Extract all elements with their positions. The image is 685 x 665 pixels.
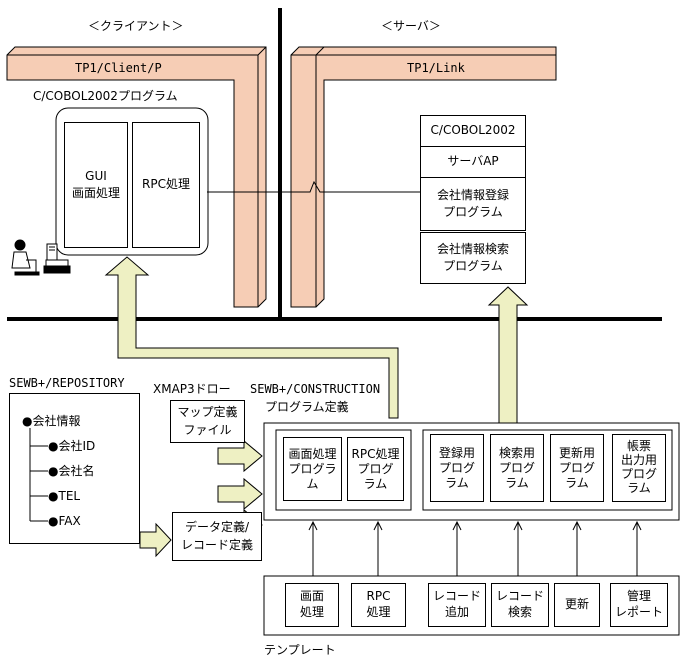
repository-child: ●会社名 (48, 465, 95, 477)
template-record-add: レコード 追加 (428, 583, 486, 627)
rpc-program-box: RPC処理 プログ ラム (347, 437, 404, 501)
template-management-report: 管理 レポート (610, 583, 668, 627)
register-program-box: 登録用 プログ ラム (430, 434, 484, 502)
search-program-box: 検索用 プログ ラム (490, 434, 544, 502)
template-screen: 画面 処理 (285, 583, 339, 627)
arrow-repository-to-data (139, 522, 172, 558)
client-header: ＜クライアント＞ (88, 19, 184, 33)
server-item-server-ap: サーバAP (420, 146, 526, 178)
server-item-search-program: 会社情報検索 プログラム (420, 232, 526, 284)
gui-screen-processing-box: GUI 画面処理 (64, 122, 128, 248)
template-arrows (308, 520, 642, 576)
map-definition-file-box: マップ定義 ファイル (170, 400, 245, 443)
data-definition-box: データ定義/ レコード定義 (172, 512, 262, 561)
screen-program-box: 画面処理 プログラ ム (283, 437, 342, 501)
tp1-server-label: TP1/Link (407, 61, 465, 75)
arrow-data-to-screen (217, 477, 263, 511)
repository-tree-lines (29, 428, 48, 522)
construction-subtitle: プログラム定義 (265, 400, 349, 414)
repository-frame (9, 393, 140, 544)
repository-child-label: TEL (58, 489, 81, 503)
arrow-to-server (487, 286, 529, 426)
template-label: テンプレート (264, 643, 336, 657)
construction-title: SEWB+/CONSTRUCTION (250, 382, 381, 396)
update-program-box: 更新用 プログ ラム (550, 434, 604, 502)
client-program-label: C/COBOL2002プログラム (33, 89, 178, 103)
bullet-icon: ● (48, 514, 59, 528)
rpc-processing-box: RPC処理 (132, 122, 200, 248)
repository-child-label: FAX (58, 514, 81, 528)
tp1-client-label: TP1/Client/P (75, 61, 162, 75)
bullet-icon: ● (48, 489, 59, 503)
template-record-search: レコード 検索 (491, 583, 549, 627)
bullet-icon: ● (48, 439, 59, 453)
repository-child: ●FAX (48, 515, 81, 527)
server-item-register-program: 会社情報登録 プログラム (420, 177, 526, 231)
xmap-title: XMAP3ドロー (153, 382, 231, 396)
bullet-icon: ● (22, 414, 33, 428)
repository-root: ●会社情報 (22, 415, 81, 427)
repository-child-label: 会社ID (58, 439, 96, 453)
repository-root-label: 会社情報 (32, 414, 81, 428)
server-item-c-cobol: C/COBOL2002 (420, 115, 526, 147)
repository-child-label: 会社名 (58, 464, 95, 478)
report-output-program-box: 帳票 出力用 プログ ラム (612, 434, 666, 502)
server-tp1-pipe (290, 46, 557, 308)
user-at-computer-icon (11, 239, 71, 276)
template-rpc: RPC 処理 (351, 583, 406, 627)
bullet-icon: ● (48, 464, 59, 478)
server-header: ＜サーバ＞ (381, 19, 441, 33)
repository-child: ●会社ID (48, 440, 95, 452)
template-update: 更新 (554, 583, 600, 627)
rpc-connection-line (207, 180, 420, 193)
arrow-to-client (104, 256, 399, 419)
arrow-map-to-screen (217, 439, 263, 473)
repository-child: ●TEL (48, 490, 80, 502)
repository-title: SEWB+/REPOSITORY (9, 376, 125, 390)
